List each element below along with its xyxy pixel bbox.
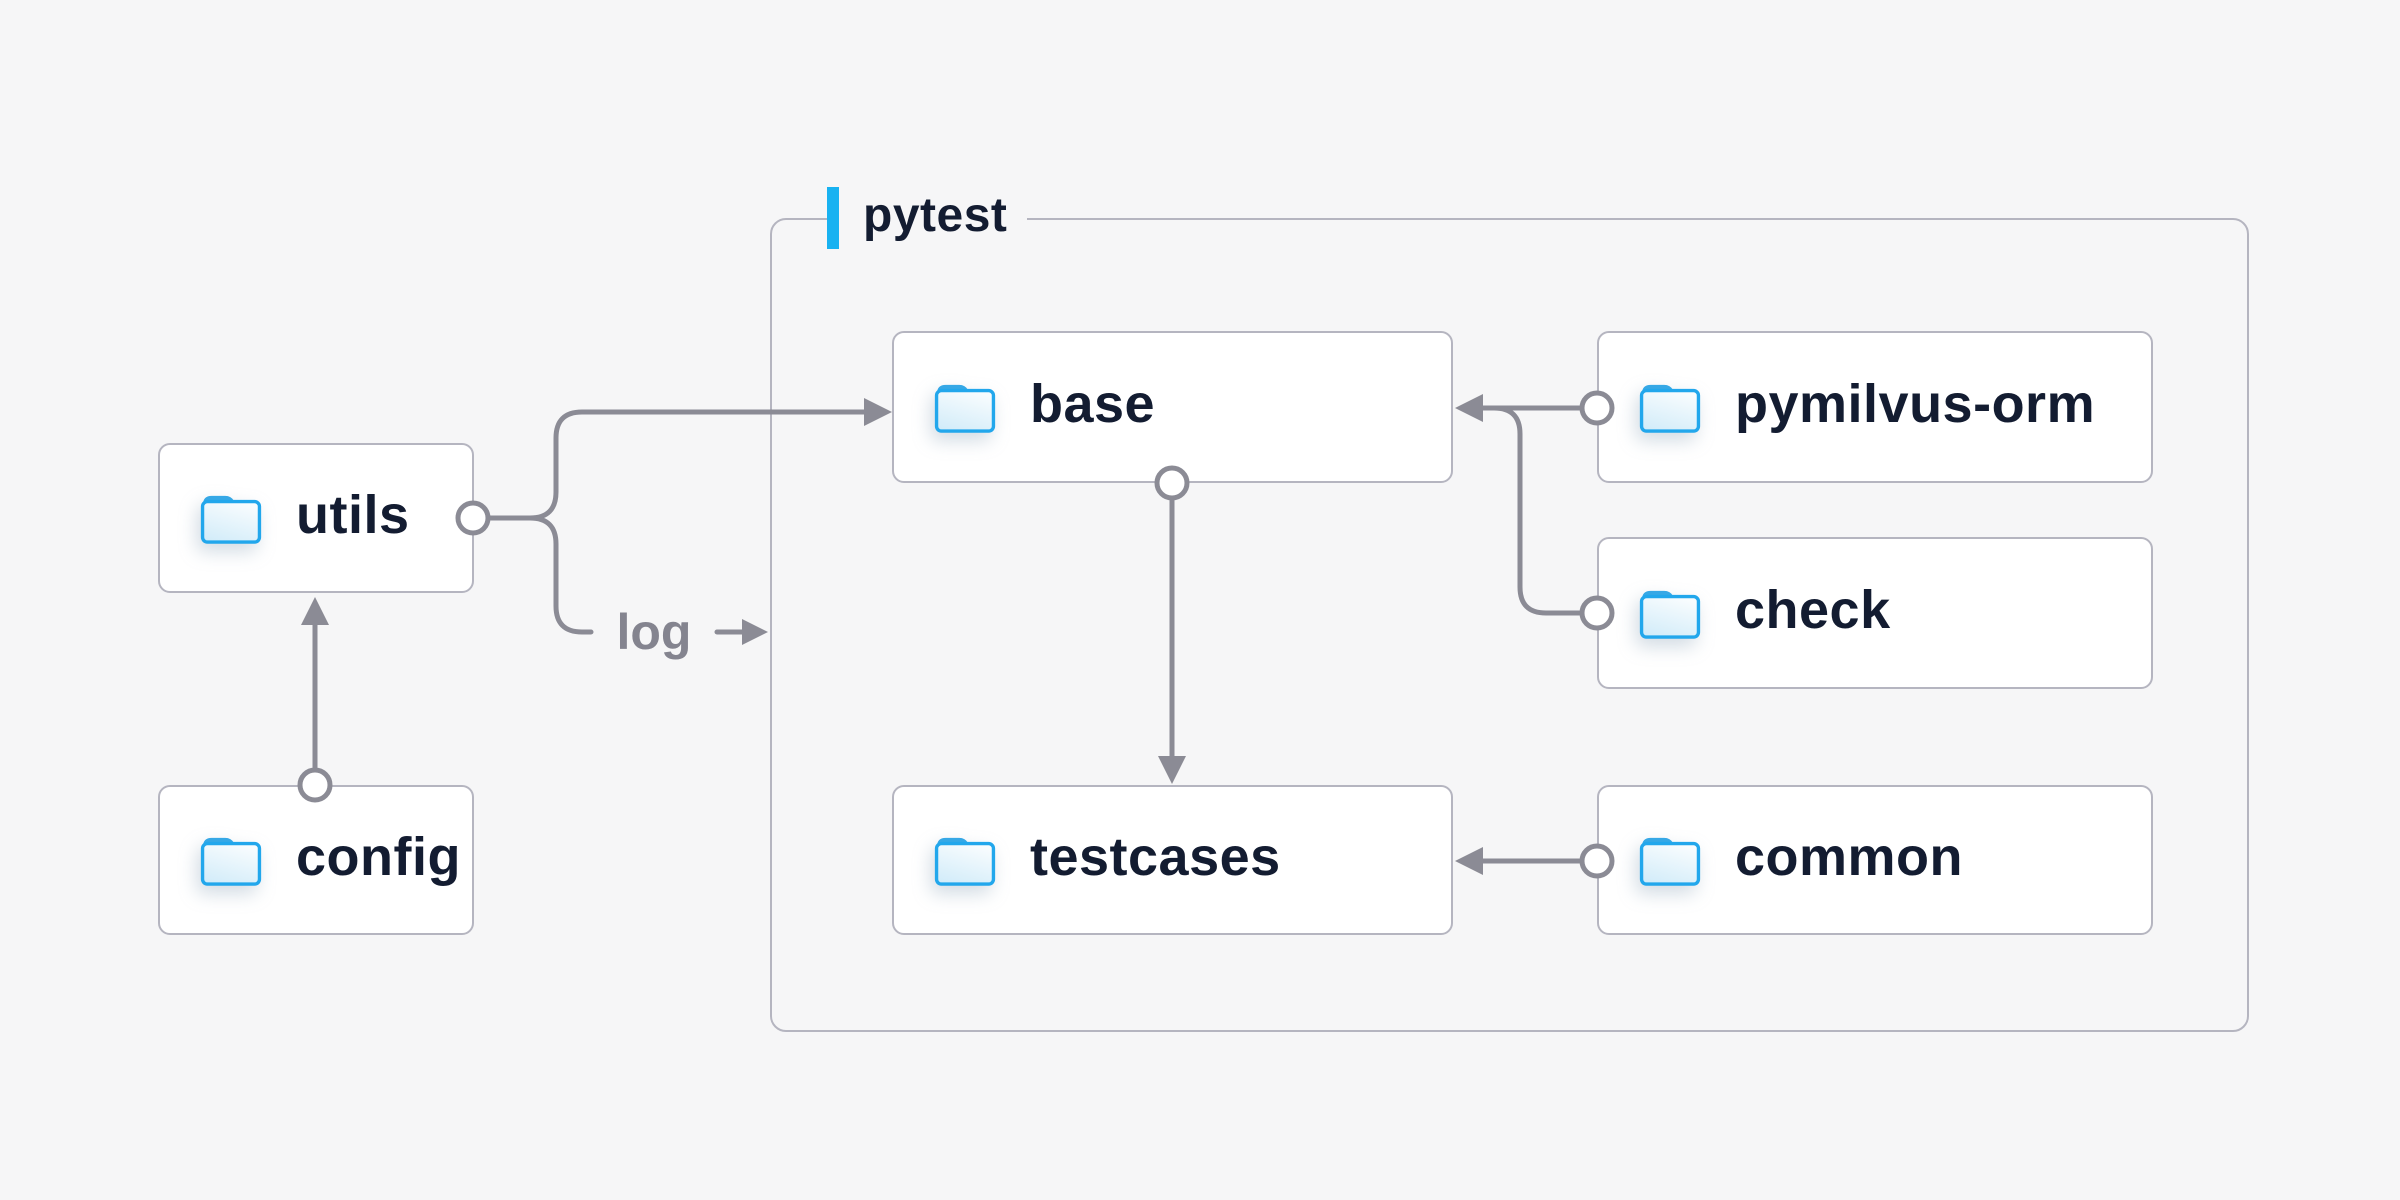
node-base: base [892,331,1453,483]
folder-icon [932,380,998,434]
folder-icon [1637,380,1703,434]
node-label: testcases [1030,827,1281,887]
group-title: pytest [863,189,1008,242]
node-label: pymilvus-orm [1735,374,2096,434]
node-check: check [1597,537,2153,689]
node-testcases: testcases [892,785,1453,935]
node-common: common [1597,785,2153,935]
accent-bar [827,187,839,249]
folder-icon [1637,833,1703,887]
node-label: config [296,827,461,887]
node-label: utils [296,485,410,545]
edge-utils-log [487,515,594,635]
node-label: base [1030,374,1156,434]
node-pymilvus-orm: pymilvus-orm [1597,331,2153,483]
edge-label-log: log [616,604,692,660]
arrowhead-log-into-pytest [742,619,768,645]
node-label: check [1735,580,1891,640]
folder-icon [198,833,264,887]
folder-icon [1637,586,1703,640]
node-utils: utils [158,443,474,593]
pytest-group-label: pytest [827,187,1028,249]
folder-icon [198,491,264,545]
pytest-group-container [770,218,2249,1032]
node-config: config [158,785,474,935]
node-label: common [1735,827,1964,887]
folder-icon [932,833,998,887]
arrowhead-into-utils-bottom [301,597,329,625]
